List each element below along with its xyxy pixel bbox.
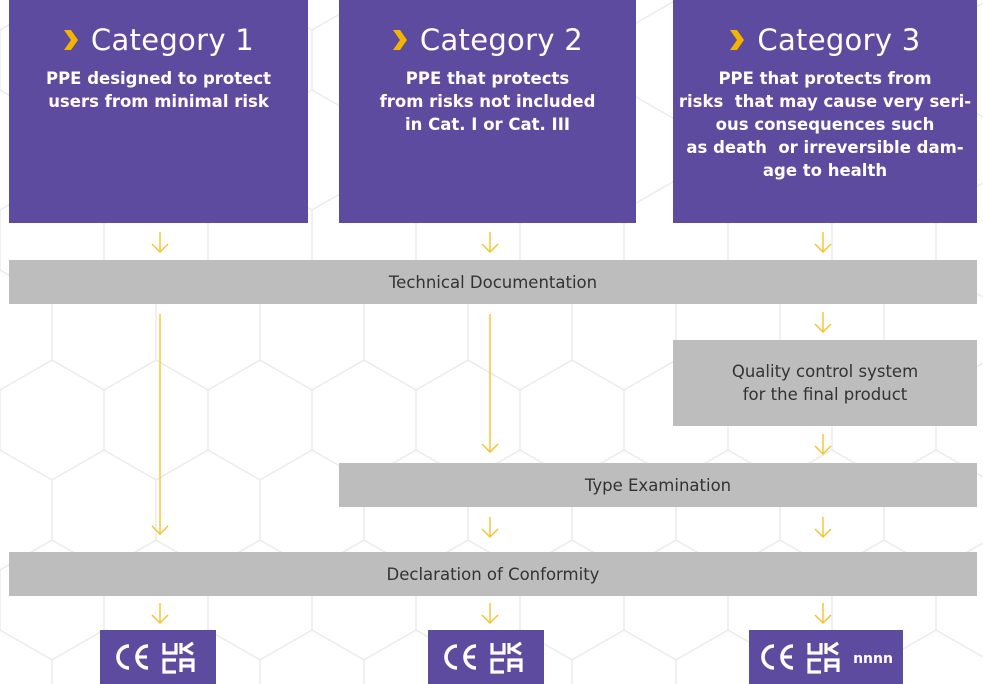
flow-arrow-long bbox=[481, 314, 499, 453]
chevron-right-icon bbox=[63, 30, 78, 50]
notified-body-number: nnnn bbox=[853, 651, 893, 667]
technical-documentation-label: Technical Documentation bbox=[388, 272, 598, 292]
category-1-title: Category 1 bbox=[90, 23, 255, 57]
ce-ukca-logo bbox=[444, 641, 523, 674]
chevron-right-icon bbox=[392, 30, 407, 50]
ce-ukca-mark-3: nnnn bbox=[749, 630, 903, 684]
flow-arrow bbox=[814, 232, 832, 253]
category-1-header: Category 1 bbox=[9, 20, 308, 60]
flow-arrow bbox=[481, 232, 499, 253]
ce-ukca-logo bbox=[116, 641, 195, 674]
ce-ukca-mark-1 bbox=[100, 630, 216, 684]
flow-arrow bbox=[814, 312, 832, 333]
flow-arrow bbox=[151, 603, 169, 624]
flow-arrow bbox=[814, 434, 832, 455]
ce-ukca-logo bbox=[761, 641, 840, 674]
flow-arrow bbox=[814, 517, 832, 538]
category-2-header: Category 2 bbox=[339, 20, 636, 60]
category-3-title: Category 3 bbox=[757, 23, 921, 57]
category-3-header: Category 3 bbox=[673, 20, 977, 60]
ce-ukca-mark-2 bbox=[428, 630, 544, 684]
type-examination-step: Type Examination bbox=[339, 463, 977, 507]
technical-documentation-step: Technical Documentation bbox=[9, 260, 977, 304]
type-examination-label: Type Examination bbox=[584, 475, 732, 495]
flow-arrow bbox=[814, 603, 832, 624]
flow-arrow bbox=[481, 517, 499, 538]
category-2-title: Category 2 bbox=[419, 23, 584, 57]
flow-arrow bbox=[481, 603, 499, 624]
flow-arrow-long bbox=[151, 314, 169, 535]
declaration-of-conformity-label: Declaration of Conformity bbox=[386, 564, 600, 584]
flow-arrow bbox=[151, 232, 169, 253]
declaration-of-conformity-step: Declaration of Conformity bbox=[9, 552, 977, 596]
chevron-right-icon bbox=[730, 30, 745, 50]
